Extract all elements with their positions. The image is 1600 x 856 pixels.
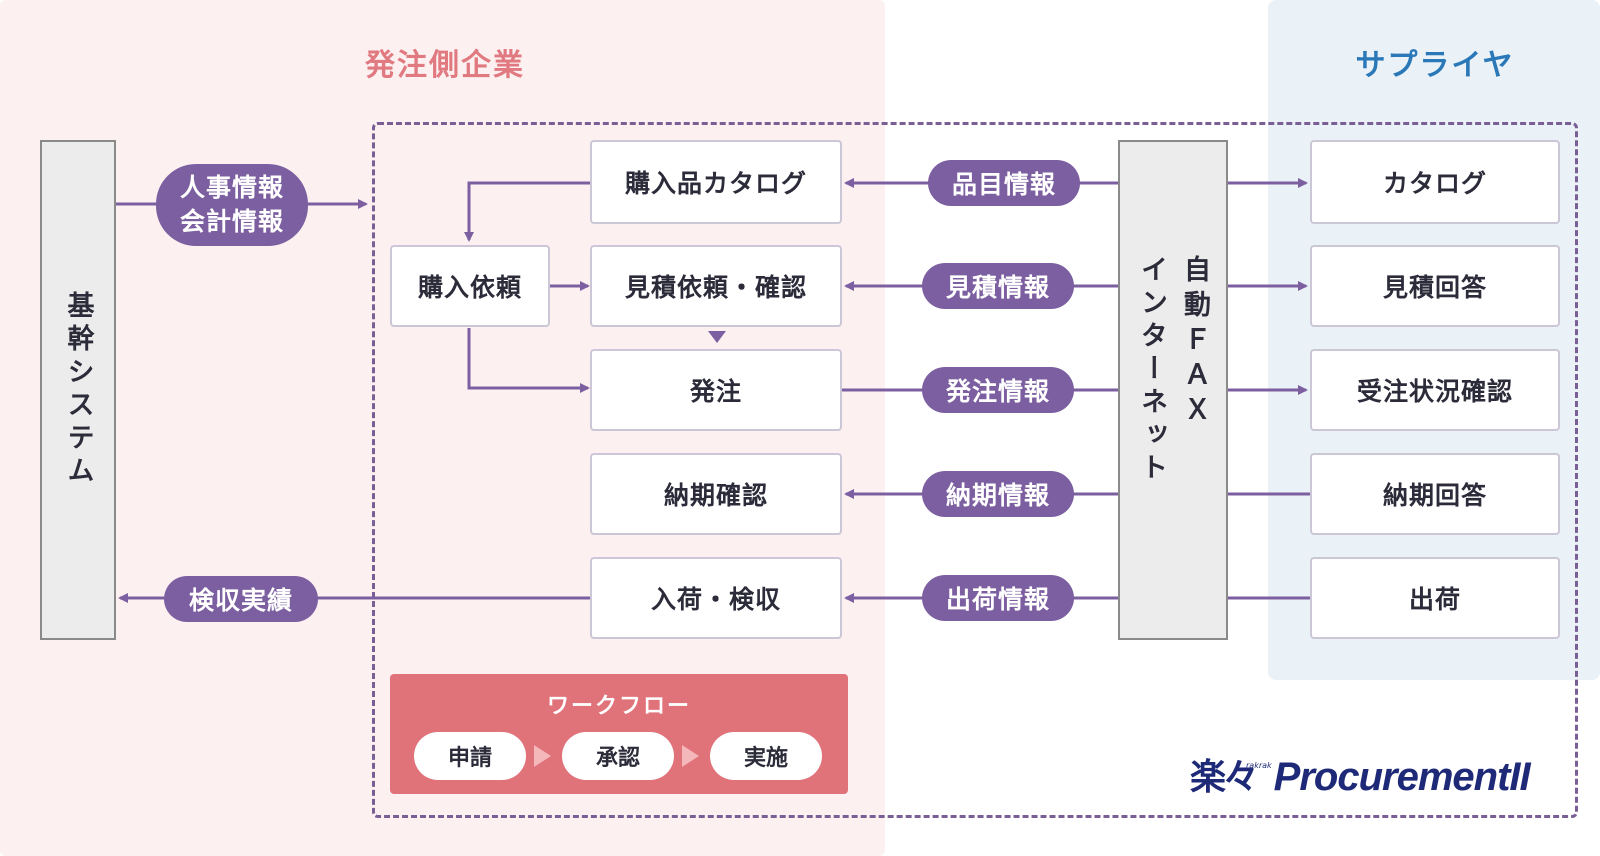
accounting-info-label: 会計情報 [179,207,284,236]
transport-label-internet: インターネット [1136,254,1167,486]
receiving-node: 入荷・検収 [590,557,842,639]
hr-accounting-pill: 人事情報 会計情報 [156,164,308,246]
supplier-region-title: サプライヤ [1355,48,1515,83]
quote-to-order-marker [708,331,726,343]
logo-wordmark: ProcurementII [1273,755,1531,799]
request-to-order-line [467,328,590,393]
order-info-pill: 発注情報 [922,367,1074,413]
transport-label-fax: 自動ＦＡＸ [1179,254,1210,430]
transport-bar: 自動ＦＡＸ インターネット [1118,140,1228,640]
workflow-box: ワークフロー 申請 承認 実施 [390,674,848,794]
workflow-step-execute: 実施 [710,732,822,780]
workflow-title: ワークフロー [546,694,691,719]
catalog-to-request-line [464,181,590,242]
quote-info-pill: 見積情報 [922,263,1074,309]
delivery-answer-node: 納期回答 [1310,453,1560,535]
order-status-node: 受注状況確認 [1310,349,1560,431]
hr-info-label: 人事情報 [179,173,284,202]
item-info-pill: 品目情報 [928,160,1080,206]
purchase-request-node: 購入依頼 [390,245,550,327]
workflow-arrow-1 [534,745,551,767]
core-system-bar: 基幹システム [40,140,116,640]
order-node: 発注 [590,349,842,431]
delivery-confirm-node: 納期確認 [590,453,842,535]
logo-kanji: 楽々 [1190,756,1259,798]
shipping-info-pill: 出荷情報 [922,575,1074,621]
workflow-step-approve: 承認 [562,732,674,780]
quote-answer-node: 見積回答 [1310,245,1560,327]
quote-request-node: 見積依頼・確認 [590,245,842,327]
product-logo: 楽々 rakrak ProcurementII [1190,748,1531,800]
core-system-label: 基幹システム [62,291,94,489]
logo-rakrak: rakrak [1246,761,1272,770]
system-boundary [372,122,1578,818]
supplier-catalog-node: カタログ [1310,140,1560,224]
shipping-node: 出荷 [1310,557,1560,639]
workflow-step-apply: 申請 [414,732,526,780]
workflow-arrow-2 [682,745,699,767]
buyer-region-title: 発注側企業 [365,48,525,83]
purchase-catalog-node: 購入品カタログ [590,140,842,224]
inspection-results-pill: 検収実績 [164,576,318,622]
delivery-info-pill: 納期情報 [922,471,1074,517]
